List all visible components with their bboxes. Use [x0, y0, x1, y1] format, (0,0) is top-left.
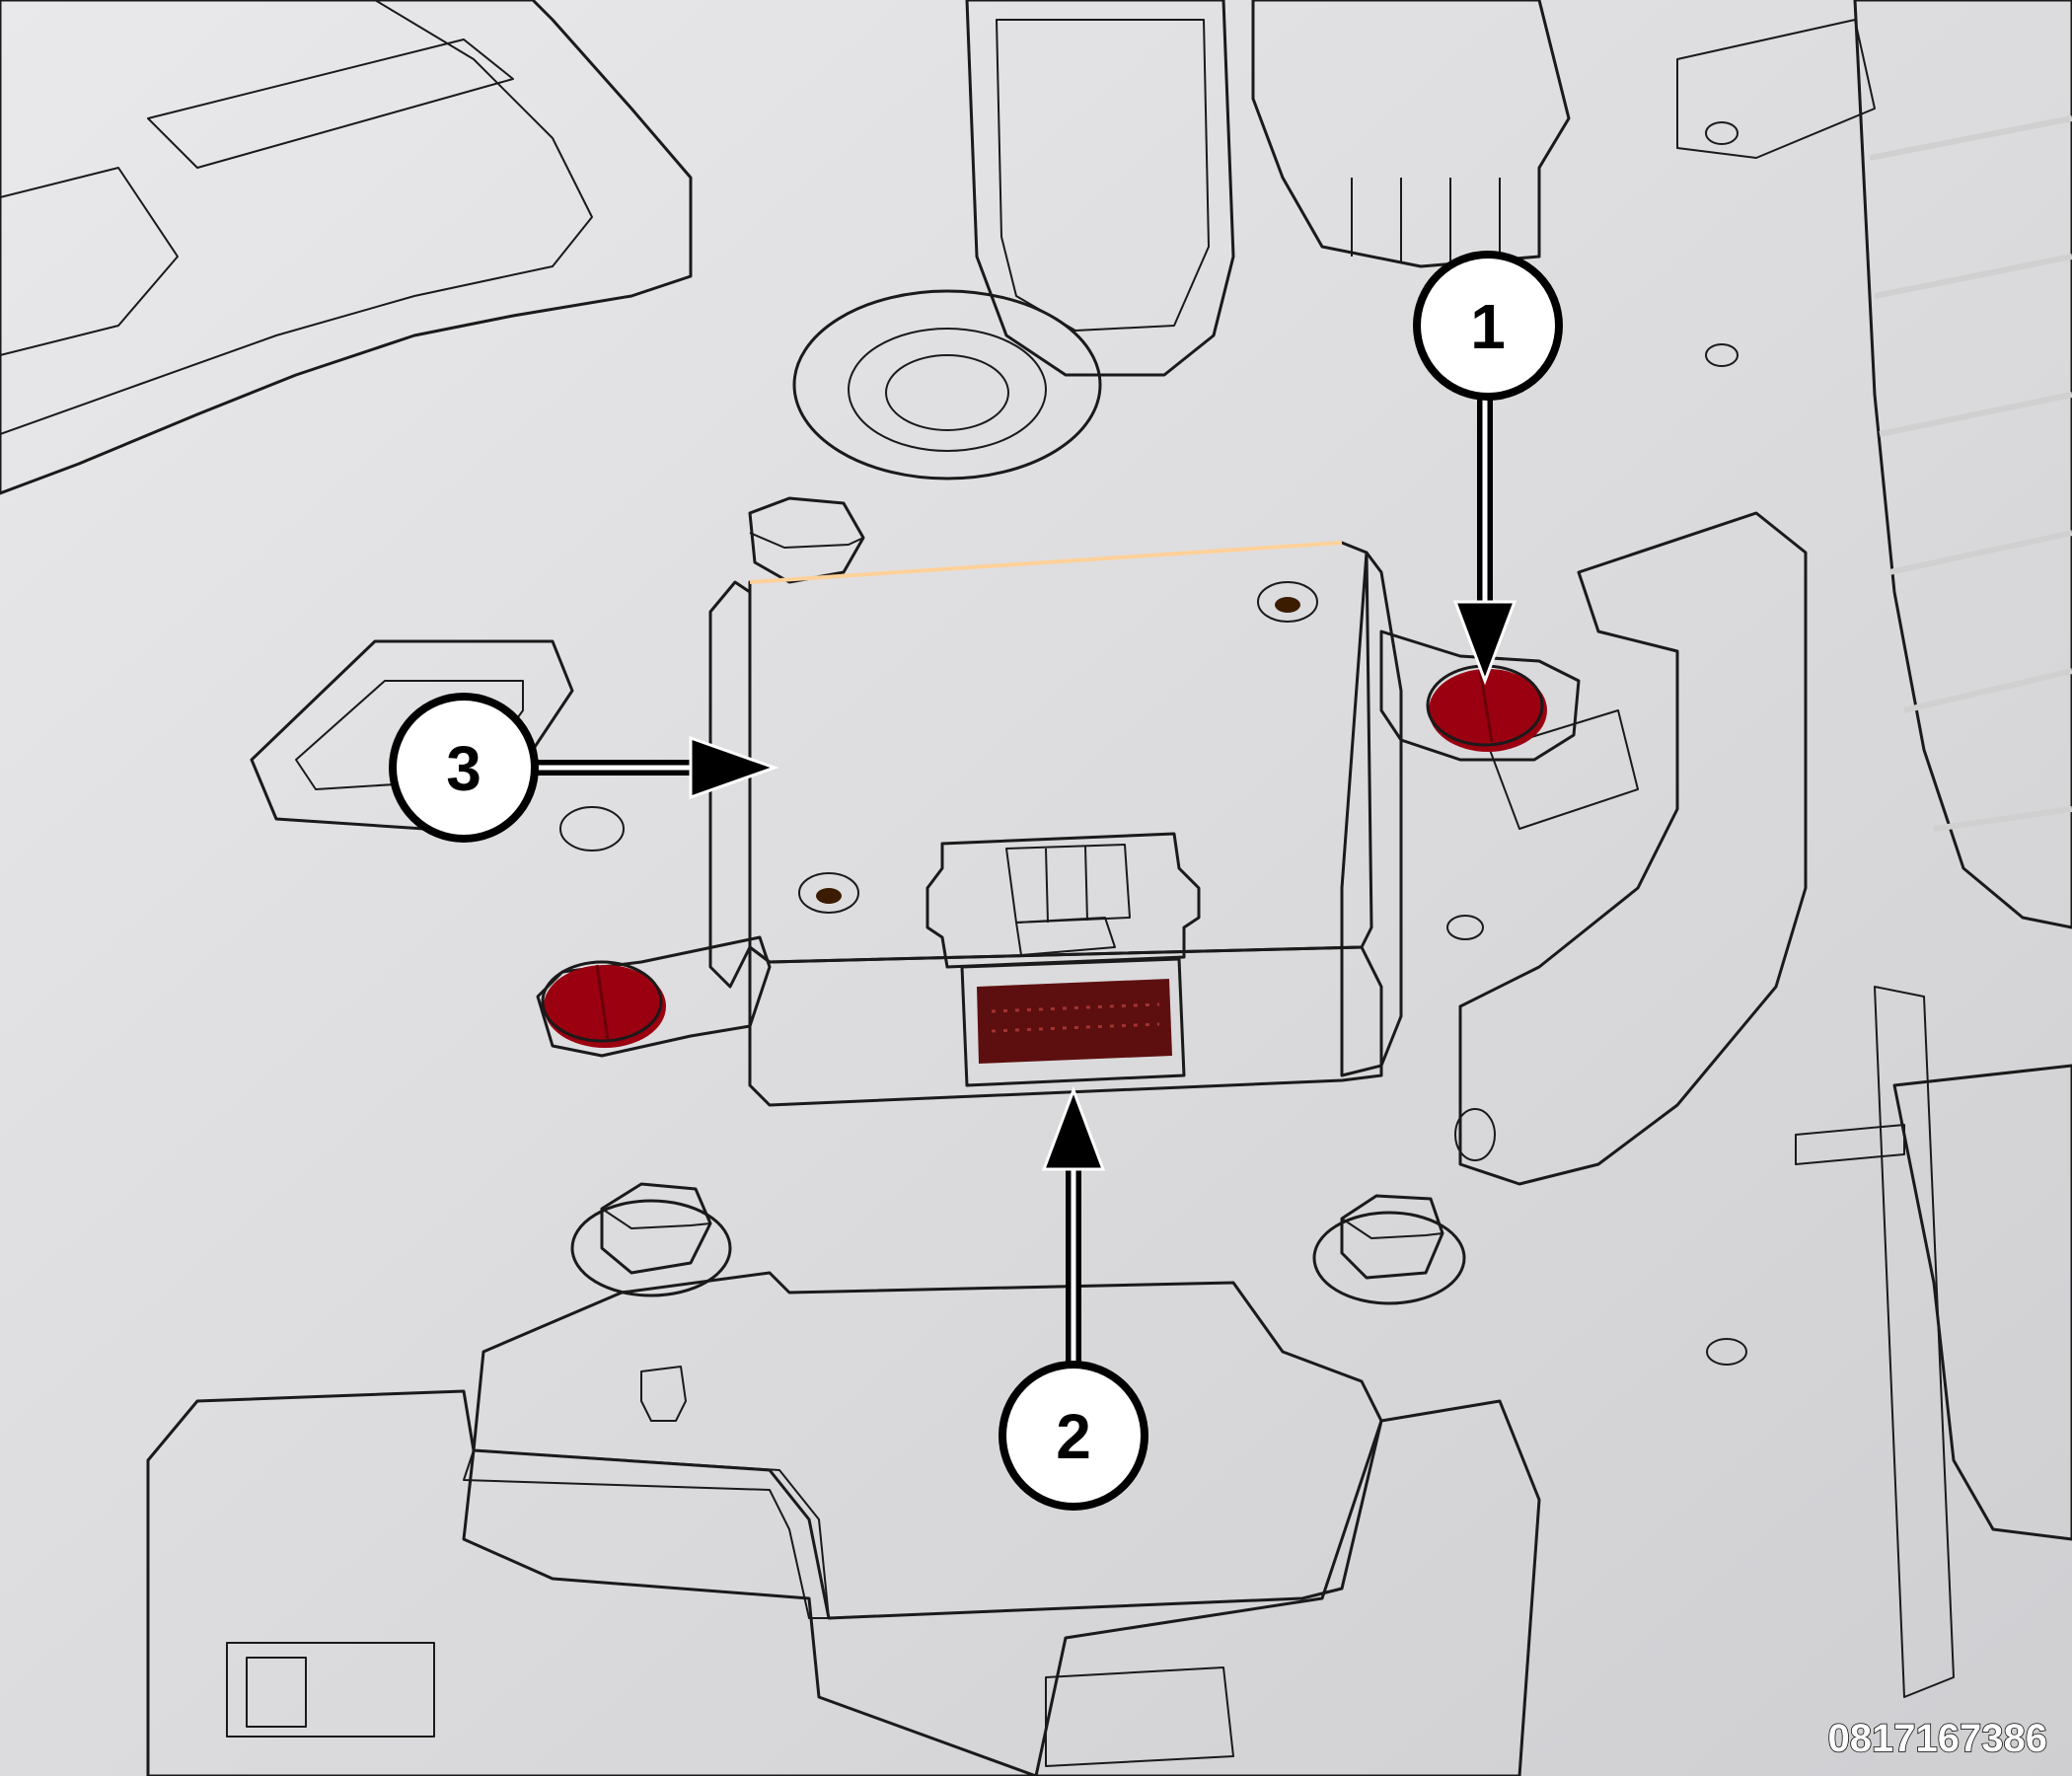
lower-panel	[146, 1389, 1038, 1776]
lower-panel-right	[1034, 1399, 1541, 1776]
connector-latch-ribs	[1045, 846, 1088, 924]
callout-2-label: 2	[1056, 1401, 1091, 1472]
right-housing	[1853, 0, 2072, 929]
right-pin	[1795, 1124, 1905, 1165]
upper-right-connector-ribs	[1351, 178, 1501, 261]
upper-left-rib	[147, 38, 514, 169]
connector-latch	[925, 832, 1201, 969]
callout-1-label: 1	[1470, 291, 1506, 362]
module	[536, 541, 1581, 1107]
callout-3: 3	[389, 693, 539, 843]
callout-arrow-2	[1041, 1085, 1106, 1376]
callout-arrow-3	[538, 735, 779, 800]
right-bracket	[1458, 511, 1808, 1186]
module-right-ear	[1379, 629, 1581, 762]
right-clip	[1892, 1064, 2072, 1541]
upper-center-post	[965, 0, 1235, 377]
lower-slot	[226, 1642, 435, 1738]
mounting-boss	[792, 289, 1102, 481]
connector	[925, 832, 1201, 1087]
hex-bolt-top	[748, 496, 865, 584]
upper-center-post-inner	[996, 19, 1210, 332]
stud	[640, 1366, 687, 1422]
panel-hole	[1446, 915, 1484, 940]
connector-body	[960, 957, 1186, 1087]
module-right-side	[1340, 551, 1403, 1077]
module-hole	[1257, 581, 1318, 623]
hex-bolt-right	[1312, 1194, 1466, 1305]
upper-left-bracket	[0, 0, 693, 495]
module-hole	[798, 872, 859, 914]
panel-hole	[559, 806, 625, 851]
lower-slot-inner	[246, 1657, 307, 1728]
mounting-hole	[885, 354, 1009, 431]
figure-id: 0817167386	[1828, 1717, 2047, 1760]
lower-center-slot	[1045, 1666, 1234, 1767]
connector-latch-grip	[1005, 844, 1131, 924]
module-front-face	[748, 945, 1383, 1107]
fastener-left	[541, 960, 666, 1048]
right-clip-plate	[1874, 986, 1955, 1698]
callout-arrow-1	[1452, 395, 1517, 686]
callout-2: 2	[999, 1361, 1148, 1511]
callout-1: 1	[1413, 251, 1563, 401]
mounting-boss-ring	[848, 328, 1047, 452]
right-housing-ribs	[1869, 115, 2072, 832]
panel-hole	[1705, 121, 1739, 145]
module-hole	[1275, 597, 1300, 613]
lower-black-bracket-lip	[463, 1449, 830, 1619]
callout-3-label: 3	[446, 733, 481, 804]
upper-left-bracket-face	[0, 0, 593, 435]
module-hole	[816, 888, 842, 904]
panel-hole	[1454, 1108, 1496, 1161]
connector-pins	[991, 1002, 1160, 1033]
panel-hole	[1706, 1338, 1747, 1366]
panel-hole	[1705, 343, 1739, 367]
hex-bolt-left	[570, 1182, 732, 1297]
upper-left-dark-part	[0, 167, 179, 356]
module-top-lip	[749, 541, 1343, 584]
left-tab-inner	[295, 680, 524, 790]
top-right-hose	[1676, 19, 1876, 159]
connector-body-shadow	[977, 979, 1172, 1064]
left-tab	[250, 639, 574, 831]
connector-red-tab	[1015, 917, 1116, 956]
